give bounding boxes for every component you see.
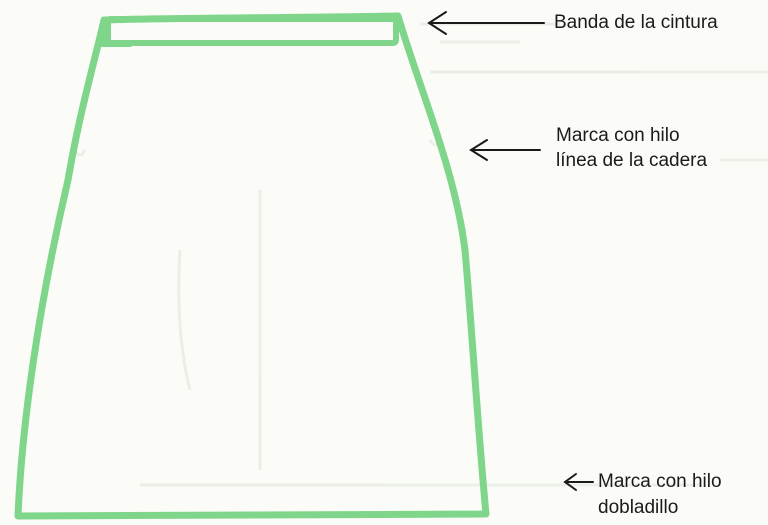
hip-line-label-line2: línea de la cadera: [556, 150, 708, 171]
hem-label-line2: dobladillo: [598, 497, 679, 518]
waistband-arrow: [427, 11, 545, 35]
waistband: [105, 16, 399, 46]
waistband-left-tab: [100, 19, 133, 47]
waistband-label: Banda de la cintura: [554, 12, 718, 33]
ghost-text-bleed: [73, 22, 768, 487]
hem-label-line1: Marca con hilo: [598, 471, 722, 492]
hip-line-arrow: [469, 139, 541, 161]
hip-line-label-line1: Marca con hilo: [556, 125, 680, 146]
hem-arrow: [563, 473, 594, 491]
skirt-outline: [14, 12, 490, 520]
